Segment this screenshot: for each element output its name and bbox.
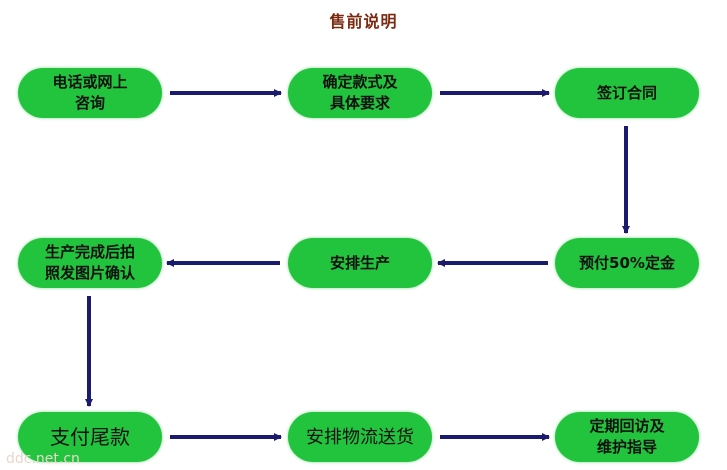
step-photo-confirm: 生产完成后拍 照发图片确认 bbox=[18, 238, 162, 288]
step-final-payment: 支付尾款 bbox=[18, 412, 162, 462]
step-sign-contract: 签订合同 bbox=[555, 68, 699, 118]
step-inquiry: 电话或网上 咨询 bbox=[18, 68, 162, 118]
step-followup: 定期回访及 维护指导 bbox=[555, 412, 699, 462]
step-confirm-style: 确定款式及 具体要求 bbox=[288, 68, 432, 118]
step-production: 安排生产 bbox=[288, 238, 432, 288]
diagram-title: 售前说明 bbox=[329, 12, 398, 31]
step-deposit: 预付50%定金 bbox=[555, 238, 699, 288]
watermark: ddc.net.cn bbox=[6, 451, 80, 467]
step-shipping: 安排物流送货 bbox=[288, 412, 432, 462]
